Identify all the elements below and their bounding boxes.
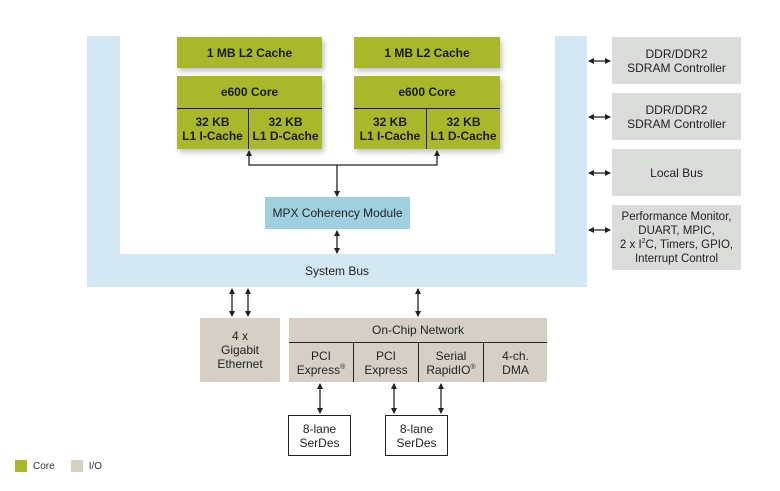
ddr-controller-1-line1: DDR/DDR2 <box>645 46 708 61</box>
legend-io-label: I/O <box>88 460 103 472</box>
l1-icache-1-label: L1 I-Cache <box>182 129 243 143</box>
legend: Core I/O <box>15 459 102 473</box>
local-bus-label: Local Bus <box>650 165 703 180</box>
misc-line4: Interrupt Control <box>634 252 719 265</box>
pci-express-1-line1: PCI <box>310 348 331 363</box>
pci-express-1-text: Express <box>296 362 341 377</box>
serial-rapidio-text: RapidIO <box>426 362 471 377</box>
l1-icache-2-size: 32 KB <box>372 115 407 129</box>
l2-cache-1-label: 1 MB L2 Cache <box>206 45 293 60</box>
dma-4ch: 4-ch. DMA <box>484 343 547 382</box>
misc-line3-b: C, Timers, GPIO, <box>645 238 734 251</box>
l1-icache-1: 32 KB L1 I-Cache <box>177 109 249 149</box>
pci-express-1-line2: Express® <box>297 363 346 377</box>
misc-line3-a: 2 x I <box>619 238 642 251</box>
system-bus-text: System Bus <box>304 263 370 278</box>
mpx-coherency-module: MPX Coherency Module <box>265 197 410 229</box>
dma-line2: DMA <box>502 362 529 377</box>
l1-icache-2-label: L1 I-Cache <box>359 129 421 143</box>
l2-cache-2: 1 MB L2 Cache <box>354 37 500 68</box>
core-2-name: e600 Core <box>398 85 456 99</box>
local-bus: Local Bus <box>612 149 741 196</box>
ethernet-line1: 4 x <box>231 329 248 343</box>
e600-core-1-title: e600 Core <box>177 76 322 109</box>
serial-rapidio: Serial RapidIO® <box>419 343 484 382</box>
ddr-controller-2-line1: DDR/DDR2 <box>645 102 708 117</box>
misc-line3-sup: 2 <box>641 237 646 245</box>
l1-icache-1-size: 32 KB <box>195 115 230 129</box>
l1-icache-2: 32 KB L1 I-Cache <box>354 109 427 149</box>
ddr-controller-2: DDR/DDR2 SDRAM Controller <box>612 93 741 140</box>
e600-core-2: e600 Core 32 KB L1 I-Cache 32 KB L1 D-Ca… <box>354 76 500 149</box>
serial-rapidio-line1: Serial <box>435 348 467 363</box>
l1-dcache-2-size: 32 KB <box>446 115 481 129</box>
l2-cache-1: 1 MB L2 Cache <box>177 37 322 68</box>
e600-core-2-title: e600 Core <box>354 76 500 109</box>
serdes-2: 8-lane SerDes <box>385 415 448 456</box>
serdes-1: 8-lane SerDes <box>288 415 351 456</box>
l2-cache-2-label: 1 MB L2 Cache <box>384 45 470 60</box>
l1-dcache-2: 32 KB L1 D-Cache <box>427 109 500 149</box>
pci-express-2-line2: Express <box>364 362 408 377</box>
serdes-2-line1: 8-lane <box>399 421 434 436</box>
ddr-controller-1-line2: SDRAM Controller <box>627 60 726 75</box>
l1-dcache-1-label: L1 D-Cache <box>252 129 319 143</box>
l1-dcache-2-label: L1 D-Cache <box>430 129 497 143</box>
l1-dcache-1-size: 32 KB <box>268 115 303 129</box>
serial-rapidio-line2: RapidIO® <box>426 363 475 377</box>
ethernet-line3: Ethernet <box>217 357 263 371</box>
pci-express-2-line1: PCI <box>375 348 396 363</box>
core-1-name: e600 Core <box>220 85 279 99</box>
registered-mark: ® <box>470 363 476 371</box>
on-chip-network-label: On-Chip Network <box>371 323 465 337</box>
ddr-controller-2-line2: SDRAM Controller <box>627 116 726 131</box>
serdes-2-line2: SerDes <box>396 435 437 450</box>
ethernet-line2: Gigabit <box>220 343 260 357</box>
misc-peripherals: Performance Monitor, DUART, MPIC, 2 x I2… <box>612 205 741 270</box>
legend-io-swatch <box>70 460 83 472</box>
dma-line1: 4-ch. <box>502 348 529 363</box>
legend-core-label: Core <box>33 460 55 472</box>
misc-line2: DUART, MPIC, <box>638 224 715 237</box>
registered-mark: ® <box>340 363 346 371</box>
pci-express-1: PCI Express® <box>289 343 354 382</box>
gigabit-ethernet: 4 x Gigabit Ethernet <box>200 318 280 382</box>
misc-line1: Performance Monitor, <box>621 210 732 223</box>
legend-core-swatch <box>15 460 27 472</box>
on-chip-network-title: On-Chip Network <box>289 318 547 343</box>
pci-express-2: PCI Express <box>354 343 419 382</box>
ddr-controller-1: DDR/DDR2 SDRAM Controller <box>612 37 741 84</box>
misc-line3: 2 x I2C, Timers, GPIO, <box>620 238 733 252</box>
l1-dcache-1: 32 KB L1 D-Cache <box>249 109 322 149</box>
mpx-coherency-label: MPX Coherency Module <box>272 206 403 220</box>
on-chip-network: On-Chip Network PCI Express® PCI Express… <box>289 318 547 382</box>
system-bus-label: System Bus <box>87 254 587 287</box>
core1-link <box>246 150 440 166</box>
serdes-1-line1: 8-lane <box>302 421 337 436</box>
serdes-1-line2: SerDes <box>299 435 340 450</box>
e600-core-1: e600 Core 32 KB L1 I-Cache 32 KB L1 D-Ca… <box>177 76 322 149</box>
